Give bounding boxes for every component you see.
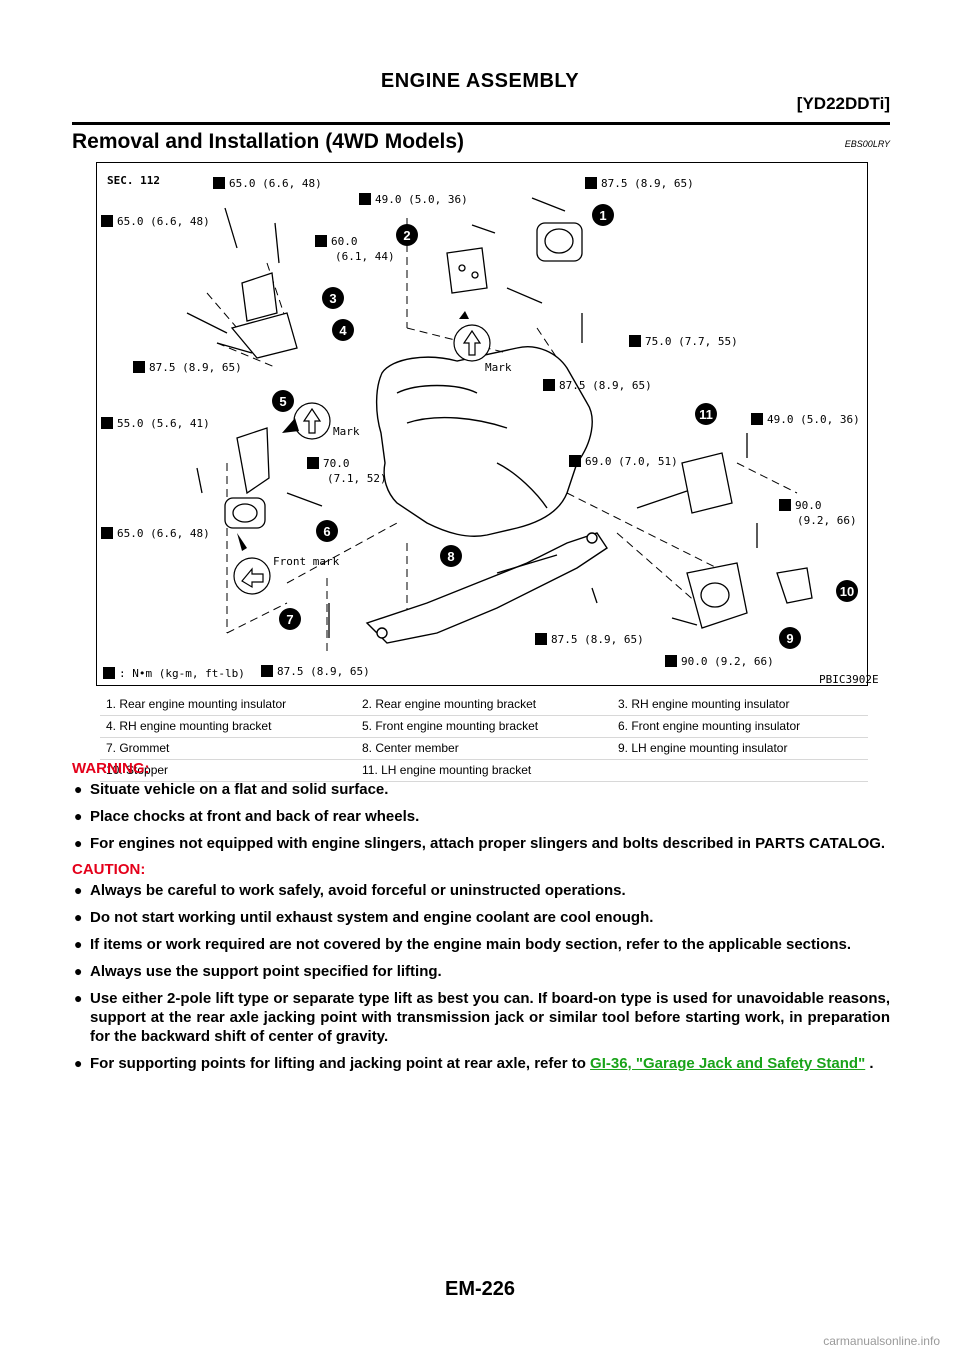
bullet-icon: ● bbox=[74, 835, 83, 851]
caution-item: ● If items or work required are not cover… bbox=[72, 935, 890, 954]
torque-label: 60.0 bbox=[331, 235, 358, 248]
torque-label: 49.0 (5.0, 36) bbox=[767, 413, 860, 426]
torque-label: (9.2, 66) bbox=[797, 514, 857, 527]
caution-item: ● Always use the support point specified … bbox=[72, 962, 890, 981]
warning-list: ● Situate vehicle on a flat and solid sur… bbox=[72, 780, 890, 853]
bullet-icon: ● bbox=[74, 990, 83, 1006]
caution-text-prefix: For supporting points for lifting and ja… bbox=[90, 1055, 591, 1072]
torque-label: 87.5 (8.9, 65) bbox=[601, 177, 694, 190]
legend-cell: 4. RH engine mounting bracket bbox=[100, 715, 356, 738]
torque-label: 90.0 (9.2, 66) bbox=[681, 655, 774, 668]
figure-id: PBIC3902E bbox=[819, 673, 879, 686]
legend-cell: 5. Front engine mounting bracket bbox=[356, 715, 612, 738]
exploded-diagram: SEC. 112 65.0 (6.6, 48) 49.0 (5.0, 36) 8… bbox=[96, 162, 879, 686]
sec-label: SEC. 112 bbox=[107, 174, 160, 187]
page-header-title: ENGINE ASSEMBLY bbox=[380, 70, 580, 92]
callout-9: 9 bbox=[786, 631, 793, 646]
legend-cell: 11. LH engine mounting bracket bbox=[356, 759, 612, 782]
caution-text: Always be careful to work safely, avoid … bbox=[90, 882, 626, 899]
torque-label: 65.0 (6.6, 48) bbox=[229, 177, 322, 190]
bullet-icon: ● bbox=[74, 909, 83, 925]
bullet-icon: ● bbox=[74, 936, 83, 952]
warning-item: ● Place chocks at front and back of rear … bbox=[72, 807, 890, 826]
page-number: EM-226 bbox=[444, 1278, 516, 1300]
callout-7: 7 bbox=[286, 612, 293, 627]
torque-label: 70.0 bbox=[323, 457, 350, 470]
torque-label: 90.0 bbox=[795, 499, 822, 512]
legend-cell: 3. RH engine mounting insulator bbox=[612, 694, 868, 716]
torque-label: 69.0 (7.0, 51) bbox=[585, 455, 678, 468]
front-mark-label: Front mark bbox=[273, 555, 340, 568]
parts-legend-table: 1. Rear engine mounting insulator 2. Rea… bbox=[100, 694, 868, 782]
callout-8: 8 bbox=[447, 549, 454, 564]
warning-item: ● For engines not equipped with engine sl… bbox=[72, 834, 890, 853]
caution-item: ● Do not start working until exhaust syst… bbox=[72, 908, 890, 927]
warning-text: For engines not equipped with engine sli… bbox=[90, 835, 886, 852]
torque-label: 87.5 (8.9, 65) bbox=[277, 665, 370, 678]
callout-1: 1 bbox=[599, 208, 606, 223]
torque-label: 65.0 (6.6, 48) bbox=[117, 215, 210, 228]
legend-cell: 10. Stopper bbox=[100, 759, 356, 782]
caution-item: ● Always be careful to work safely, avoid… bbox=[72, 881, 890, 900]
watermark: carmanualsonline.info bbox=[823, 1334, 940, 1348]
legend-row: 1. Rear engine mounting insulator 2. Rea… bbox=[100, 694, 868, 716]
torque-label: 49.0 (5.0, 36) bbox=[375, 193, 468, 206]
callout-11: 11 bbox=[699, 407, 713, 422]
mark-label: Mark bbox=[485, 361, 512, 374]
section-title: Removal and Installation (4WD Models) bbox=[72, 130, 465, 153]
caution-label: CAUTION: bbox=[72, 861, 146, 878]
bullet-icon: ● bbox=[74, 963, 83, 979]
caution-item: ● For supporting points for lifting and j… bbox=[72, 1054, 890, 1073]
warning-item: ● Situate vehicle on a flat and solid sur… bbox=[72, 780, 890, 799]
callout-10: 10 bbox=[840, 584, 854, 599]
warning-text: Place chocks at front and back of rear w… bbox=[90, 808, 420, 825]
torque-label: (7.1, 52) bbox=[327, 472, 387, 485]
garage-jack-reference-link[interactable]: GI-36, "Garage Jack and Safety Stand" bbox=[590, 1055, 866, 1072]
caution-text: If items or work required are not covere… bbox=[90, 936, 852, 953]
torque-label: 65.0 (6.6, 48) bbox=[117, 527, 210, 540]
legend-row: 4. RH engine mounting bracket 5. Front e… bbox=[100, 715, 868, 738]
callout-2: 2 bbox=[403, 228, 410, 243]
torque-label: 55.0 (5.6, 41) bbox=[117, 417, 210, 430]
header-divider bbox=[72, 122, 890, 125]
torque-label: 87.5 (8.9, 65) bbox=[551, 633, 644, 646]
callout-5: 5 bbox=[279, 394, 286, 409]
bullet-icon: ● bbox=[74, 882, 83, 898]
caution-text-suffix: . bbox=[865, 1055, 874, 1072]
bullet-icon: ● bbox=[74, 781, 83, 797]
caution-text: Use either 2-pole lift type or separate … bbox=[90, 990, 890, 1045]
legend-cell bbox=[612, 759, 868, 782]
torque-label: 87.5 (8.9, 65) bbox=[149, 361, 242, 374]
callout-6: 6 bbox=[323, 524, 330, 539]
legend-cell: 7. Grommet bbox=[100, 737, 356, 760]
section-code: EBS00LRY bbox=[844, 139, 890, 149]
caution-item: ● Use either 2-pole lift type or separate… bbox=[72, 989, 890, 1046]
legend-cell: 9. LH engine mounting insulator bbox=[612, 737, 868, 760]
warning-text: Situate vehicle on a flat and solid surf… bbox=[90, 781, 389, 798]
legend-row: 10. Stopper 11. LH engine mounting brack… bbox=[100, 759, 868, 782]
bullet-icon: ● bbox=[74, 1055, 83, 1071]
callout-3: 3 bbox=[329, 291, 336, 306]
caution-list: ● Always be careful to work safely, avoid… bbox=[72, 881, 890, 1073]
legend-cell: 8. Center member bbox=[356, 737, 612, 760]
torque-label: 87.5 (8.9, 65) bbox=[559, 379, 652, 392]
torque-label: (6.1, 44) bbox=[335, 250, 395, 263]
bullet-icon: ● bbox=[74, 808, 83, 824]
engine-code: [YD22DDTi] bbox=[796, 94, 890, 113]
instructions-body: WARNING: ● Situate vehicle on a flat and … bbox=[72, 760, 890, 1081]
callout-4: 4 bbox=[339, 323, 347, 338]
engine-mount-diagram-svg: SEC. 112 65.0 (6.6, 48) 49.0 (5.0, 36) 8… bbox=[101, 174, 879, 686]
mark-label: Mark bbox=[333, 425, 360, 438]
warning-label: WARNING: bbox=[72, 760, 150, 777]
caution-text: Do not start working until exhaust syste… bbox=[90, 909, 654, 926]
torque-label: 75.0 (7.7, 55) bbox=[645, 335, 738, 348]
legend-cell: 2. Rear engine mounting bracket bbox=[356, 694, 612, 716]
unit-legend: : N•m (kg-m, ft-lb) bbox=[119, 667, 245, 680]
legend-cell: 6. Front engine mounting insulator bbox=[612, 715, 868, 738]
caution-text: Always use the support point specified f… bbox=[90, 963, 442, 980]
legend-row: 7. Grommet 8. Center member 9. LH engine… bbox=[100, 737, 868, 760]
legend-cell: 1. Rear engine mounting insulator bbox=[100, 694, 356, 716]
